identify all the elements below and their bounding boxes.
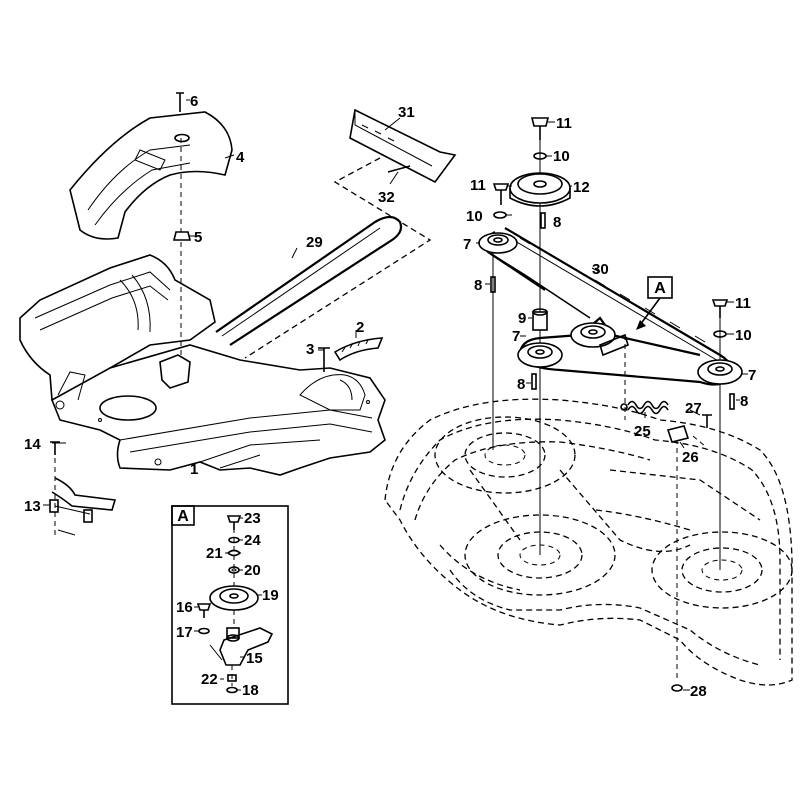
label-part-10c: 10	[735, 327, 752, 344]
leader-lines	[43, 99, 748, 691]
bolt-part-16	[196, 603, 212, 618]
label-part-21: 21	[206, 545, 223, 562]
spacer-part-9	[532, 308, 548, 331]
label-part-10b: 10	[466, 208, 483, 225]
label-part-8c: 8	[517, 376, 525, 393]
label-part-11c: 11	[735, 295, 751, 312]
pulley-part-19	[209, 585, 259, 611]
label-part-8b: 8	[474, 277, 482, 294]
idler-pulley-part-19-assembly	[570, 322, 629, 357]
pulley-part-7c	[697, 359, 743, 385]
part-labels: 1 2 3 4 5 6 7 7 7 8 8 8 8 9 10 10 10 11 …	[24, 93, 756, 700]
label-part-22: 22	[201, 671, 218, 688]
label-part-9: 9	[518, 310, 526, 327]
bolt-part-11a	[530, 117, 550, 140]
belt-part-29	[215, 215, 403, 346]
label-part-16: 16	[176, 599, 193, 616]
label-part-30: 30	[592, 261, 609, 278]
label-part-1: 1	[190, 461, 198, 478]
key-part-8d	[729, 393, 735, 410]
bracket-part-1a	[159, 354, 191, 389]
label-part-6: 6	[190, 93, 198, 110]
bracket-part-26	[666, 425, 690, 443]
pulley-part-7b	[517, 342, 563, 368]
arm-part-15	[209, 627, 274, 666]
label-part-28: 28	[690, 683, 707, 700]
pulley-part-7a	[478, 232, 518, 254]
washer-part-17	[198, 627, 210, 635]
main-housing-part-1	[19, 254, 386, 476]
detail-marker-a: A	[636, 276, 673, 330]
label-part-10a: 10	[553, 148, 570, 165]
label-part-8a: 8	[553, 214, 561, 231]
detail-marker-letter: A	[654, 280, 666, 297]
bolt-part-11c	[711, 299, 729, 318]
bolt-part-11b	[492, 183, 510, 205]
label-part-17: 17	[176, 624, 193, 641]
strap-part-13	[49, 477, 117, 523]
label-part-11a: 11	[556, 115, 572, 132]
screw-part-3	[318, 347, 330, 372]
pulley-part-12	[509, 172, 571, 207]
label-part-29: 29	[306, 234, 323, 251]
pin-part-32	[387, 165, 411, 173]
clip-part-5	[172, 231, 192, 241]
plate-part-31	[349, 108, 457, 184]
label-part-25: 25	[634, 423, 651, 440]
label-part-24: 24	[244, 532, 261, 549]
bolt-part-6	[176, 92, 184, 112]
cover-top-part-4	[69, 111, 233, 240]
clip-part-21	[227, 549, 242, 557]
nut-part-28	[671, 684, 683, 692]
label-part-23: 23	[244, 510, 261, 527]
label-part-4: 4	[236, 149, 245, 166]
bolt-part-23	[226, 515, 242, 530]
screw-part-14	[50, 441, 60, 455]
label-part-12: 12	[573, 179, 590, 196]
label-part-31: 31	[398, 104, 415, 121]
screw-part-27	[702, 414, 712, 428]
label-part-27: 27	[685, 400, 702, 417]
guard-part-2	[333, 337, 384, 362]
label-part-5: 5	[194, 229, 202, 246]
washer-part-10b	[493, 211, 507, 219]
spring-part-25	[620, 400, 669, 415]
label-part-3: 3	[306, 341, 314, 358]
detail-box-letter: A	[177, 508, 189, 525]
label-part-19: 19	[262, 587, 279, 604]
mower-deck	[384, 398, 793, 686]
key-part-8b	[490, 276, 496, 293]
label-part-7b: 7	[512, 328, 520, 345]
key-part-8c	[531, 373, 537, 390]
key-part-8a	[540, 212, 546, 229]
washer-part-18	[226, 686, 238, 694]
label-part-13: 13	[24, 498, 41, 515]
label-part-15: 15	[246, 650, 263, 667]
label-part-32: 32	[378, 189, 395, 206]
label-part-11b: 11	[470, 177, 486, 194]
label-part-8d: 8	[740, 393, 748, 410]
label-part-26: 26	[682, 449, 699, 466]
label-part-7c: 7	[748, 367, 756, 384]
detail-box-a: A	[171, 505, 289, 705]
label-part-20: 20	[244, 562, 261, 579]
label-part-18: 18	[242, 682, 259, 699]
label-part-2: 2	[356, 319, 364, 336]
label-part-7a: 7	[463, 236, 471, 253]
label-part-14: 14	[24, 436, 41, 453]
